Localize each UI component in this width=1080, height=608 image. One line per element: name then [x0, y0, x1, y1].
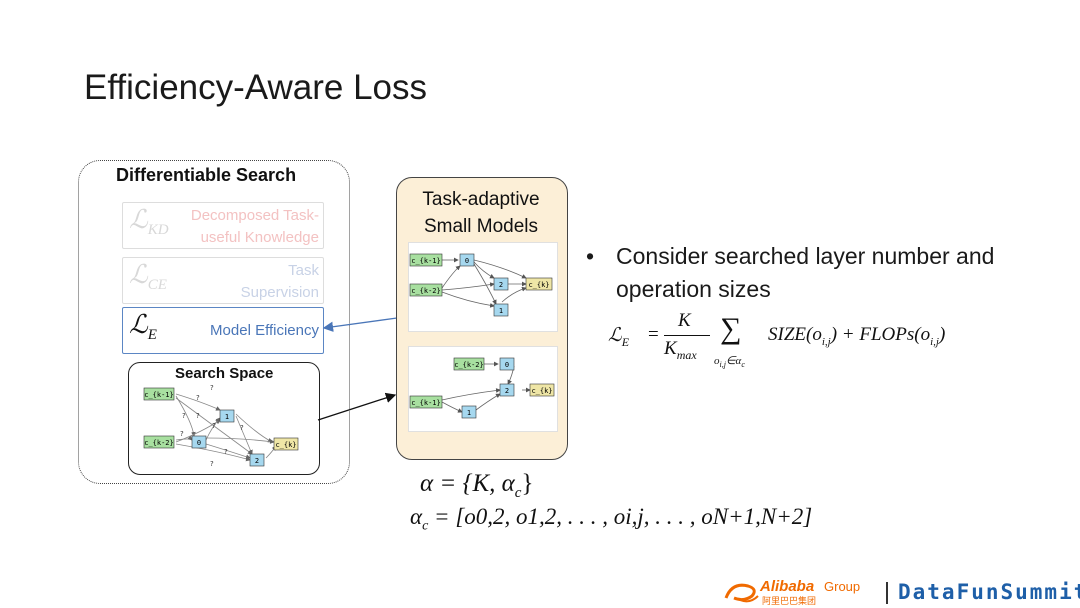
edge-q-4: ?: [196, 412, 200, 420]
loss-ce-label: Task Supervision: [240, 262, 319, 301]
edge-q-3: ?: [182, 412, 186, 420]
edge-q-5: ?: [212, 422, 216, 430]
bullet-text: Consider searched layer number and opera…: [616, 243, 995, 302]
m1-node-1-label: 1: [499, 307, 503, 315]
m1-ck-label: c_{k}: [528, 281, 549, 289]
loss-kd-symbol: ℒKD: [129, 205, 169, 239]
m1-node-0-label: 0: [465, 257, 469, 265]
search-space-graph: ? ? ? ? ? ? ? ? ? c_{k-1} c_{k-2} 1 0 2 …: [143, 384, 299, 468]
node-0: [191, 435, 207, 449]
m1-ck2-label: c_{k-2}: [411, 287, 441, 295]
node-ck: [273, 437, 299, 451]
node-ck1: [143, 387, 175, 401]
footer-divider: [886, 582, 888, 604]
search-space-edges: [175, 393, 277, 462]
small-model-graph-2: c_{k-2} 0 2 c_{k} c_{k-1} 1: [409, 357, 555, 419]
edge-q-2: ?: [196, 394, 200, 402]
node-2-label: 2: [255, 457, 259, 465]
m2-node-1-label: 1: [467, 409, 471, 417]
edge-q-9: ?: [210, 460, 214, 468]
loss-ce-box: ℒCE Task Supervision: [122, 257, 324, 304]
node-ck-label: c_{k}: [275, 441, 296, 449]
m2-ck-label: c_{k}: [531, 387, 552, 395]
loss-ce-symbol: ℒCE: [129, 260, 167, 294]
search-space-box: [128, 362, 320, 475]
edge-q-1: ?: [210, 384, 214, 392]
loss-kd-box: ℒKD Decomposed Task- useful Knowledge: [122, 202, 324, 249]
node-1-label: 1: [225, 413, 229, 421]
slide-title: Efficiency-Aware Loss: [84, 68, 428, 107]
node-2: [249, 453, 265, 467]
alpha-definition: α = {K, αc}: [420, 470, 534, 501]
node-0-label: 0: [197, 439, 201, 447]
datafun-summit-logo: DataFunSummit: [898, 580, 1080, 604]
bullet-dot: •: [586, 243, 595, 269]
alibaba-swirl-icon: [724, 583, 759, 603]
alpha-c-definition: αc = [o0,2, o1,2, . . . , oi,j, . . . , …: [410, 504, 813, 534]
node-ck1-label: c_{k-1}: [144, 391, 174, 399]
node-ck2: [143, 435, 175, 449]
m2-ck2-label: c_{k-2}: [454, 361, 484, 369]
loss-kd-label: Decomposed Task- useful Knowledge: [190, 207, 319, 246]
task-adaptive-title: Task-adaptive Small Models: [422, 189, 540, 237]
loss-e-symbol: ℒE: [129, 310, 157, 344]
differentiable-search-title: Differentiable Search: [116, 165, 297, 185]
node-1: [219, 409, 235, 423]
efficiency-loss-formula: ℒE = K Kmax ∑ oi,j∈αc SIZE(oi,j) + FLOPs…: [608, 310, 946, 370]
search-space-title: Search Space: [175, 365, 274, 382]
m2-node-2-label: 2: [505, 387, 509, 395]
edge-q-8: ?: [224, 448, 228, 456]
m2-ck1-label: c_{k-1}: [411, 399, 441, 407]
node-ck2-label: c_{k-2}: [144, 439, 174, 447]
loss-e-box: ℒE Model Efficiency: [122, 307, 324, 354]
small-model-graph-1: c_{k-1} c_{k-2} 0 2 1 c_{k}: [409, 253, 553, 317]
m1-node-2-label: 2: [499, 281, 503, 289]
m1-ck1-label: c_{k-1}: [411, 257, 441, 265]
edge-q-7: ?: [180, 430, 184, 438]
m2-node-0-label: 0: [505, 361, 509, 369]
edge-q-6: ?: [240, 424, 244, 432]
loss-e-label: Model Efficiency: [210, 322, 319, 339]
